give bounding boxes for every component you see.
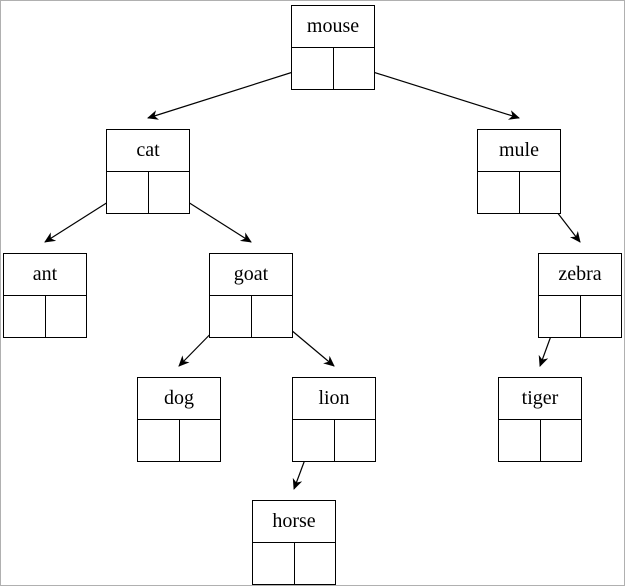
pointer-row (4, 296, 86, 337)
tree-node-dog: dog (137, 377, 221, 462)
right-pointer-cell (334, 48, 375, 89)
left-pointer-cell (539, 296, 581, 337)
tree-node-ant: ant (3, 253, 87, 338)
right-pointer-cell (252, 296, 293, 337)
tree-node-mule: mule (477, 129, 561, 214)
tree-node-goat: goat (209, 253, 293, 338)
pointer-row (292, 48, 374, 89)
left-pointer-cell (138, 420, 180, 461)
node-label: ant (4, 254, 86, 296)
node-label: horse (253, 501, 335, 543)
node-label: mule (478, 130, 560, 172)
right-pointer-cell (335, 420, 376, 461)
node-label: lion (293, 378, 375, 420)
left-pointer-cell (253, 543, 295, 584)
node-label: cat (107, 130, 189, 172)
left-pointer-cell (293, 420, 335, 461)
pointer-row (293, 420, 375, 461)
left-pointer-cell (292, 48, 334, 89)
edge-mouse-left-cat (147, 65, 313, 120)
node-label: zebra (539, 254, 621, 296)
node-label: tiger (499, 378, 581, 420)
pointer-row (107, 172, 189, 213)
right-pointer-cell (295, 543, 336, 584)
node-label: goat (210, 254, 292, 296)
pointer-row (210, 296, 292, 337)
tree-node-mouse: mouse (291, 5, 375, 90)
left-pointer-cell (210, 296, 252, 337)
pointer-row (539, 296, 621, 337)
right-pointer-cell (149, 172, 190, 213)
node-label: dog (138, 378, 220, 420)
tree-node-tiger: tiger (498, 377, 582, 462)
edge-mouse-right-mule (353, 65, 520, 120)
tree-node-horse: horse (252, 500, 336, 585)
pointer-row (138, 420, 220, 461)
tree-node-zebra: zebra (538, 253, 622, 338)
right-pointer-cell (520, 172, 561, 213)
left-pointer-cell (107, 172, 149, 213)
tree-node-lion: lion (292, 377, 376, 462)
right-pointer-cell (541, 420, 582, 461)
pointer-row (499, 420, 581, 461)
right-pointer-cell (46, 296, 87, 337)
left-pointer-cell (4, 296, 46, 337)
right-pointer-cell (581, 296, 622, 337)
node-label: mouse (292, 6, 374, 48)
pointer-row (478, 172, 560, 213)
pointer-row (253, 543, 335, 584)
right-pointer-cell (180, 420, 221, 461)
left-pointer-cell (499, 420, 541, 461)
left-pointer-cell (478, 172, 520, 213)
tree-node-cat: cat (106, 129, 190, 214)
